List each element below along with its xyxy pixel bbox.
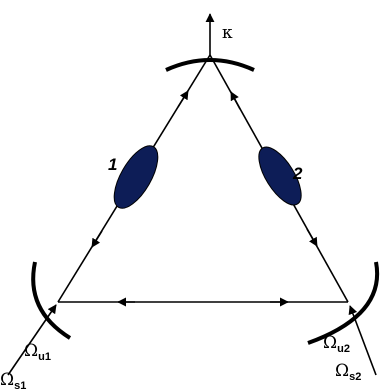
top-mirror xyxy=(165,58,255,72)
arrow-right-lower xyxy=(306,228,318,247)
right-mirror xyxy=(307,261,380,345)
left-mirror xyxy=(31,261,72,340)
arrow-left-lower xyxy=(91,230,103,248)
omega-s1-label: Ωs1 xyxy=(0,370,26,389)
atom-2-label: 2 xyxy=(292,164,303,183)
output-kappa-label: κ xyxy=(222,23,233,43)
omega-s2-label: Ωs2 xyxy=(335,361,361,383)
input-beam-left xyxy=(7,304,57,376)
omega-u1-label: Ωu1 xyxy=(24,341,51,363)
atom-1 xyxy=(113,145,159,209)
atom-1-label: 1 xyxy=(108,155,117,174)
omega-u2-label: Ωu2 xyxy=(323,333,350,355)
arrow-left-upper xyxy=(177,90,189,108)
atom-2 xyxy=(258,146,302,206)
arrow-right-upper xyxy=(230,91,241,110)
input-beam-right xyxy=(348,305,377,376)
